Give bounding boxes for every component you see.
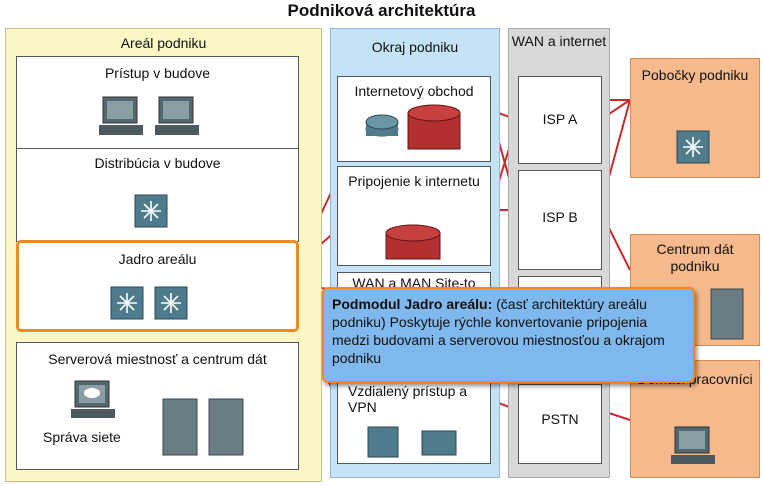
pstn-label: PSTN xyxy=(541,411,579,427)
server-room-icons xyxy=(71,380,244,456)
branch-switch-icon xyxy=(676,130,710,164)
branch-zone[interactable]: Pobočky podniku xyxy=(630,58,760,178)
ecommerce-firewall-icon xyxy=(365,104,461,150)
internet-module-label: Pripojenie k internetu xyxy=(348,173,480,189)
core-module[interactable]: Jadro areálu xyxy=(16,240,299,332)
vpn-devices-icon xyxy=(367,426,457,458)
callout-heading: Podmodul Jadro areálu: xyxy=(332,296,493,312)
isp-a-label: ISP A xyxy=(542,111,578,127)
distribution-switch-icon xyxy=(134,194,168,228)
vpn-module-label: Vzdialený prístup a VPN xyxy=(348,383,468,415)
access-module[interactable]: Prístup v budove xyxy=(16,56,299,150)
isp-b-box[interactable]: ISP B xyxy=(518,170,602,270)
core-switches-icon xyxy=(110,286,188,320)
ecommerce-module-label: Internetový obchod xyxy=(354,83,474,99)
core-callout: Podmodul Jadro areálu: (časť architektúr… xyxy=(322,287,695,383)
ecommerce-module[interactable]: Internetový obchod xyxy=(337,76,491,162)
callout-body: (časť architektúry areálu podniku) Posky… xyxy=(332,296,665,366)
branch-zone-label: Pobočky podniku xyxy=(641,67,749,83)
internet-firewall-icon xyxy=(385,224,441,260)
pstn-box[interactable]: PSTN xyxy=(518,384,602,464)
server-module[interactable]: Serverová miestnosť a centrum dát Správa… xyxy=(16,342,299,470)
datacenter-zone-label: Centrum dát podniku xyxy=(656,241,734,274)
remote-zone[interactable]: Domáci pracovníci xyxy=(630,360,760,478)
remote-workstation-icon xyxy=(671,426,715,464)
datacenter-servers-icon xyxy=(710,288,744,340)
edge-zone-label: Okraj podniku xyxy=(371,39,459,55)
management-label: Správa siete xyxy=(43,429,121,445)
diagram-title: Podniková architektúra xyxy=(287,1,476,20)
access-module-label: Prístup v budove xyxy=(104,65,211,81)
access-workstations-icon xyxy=(99,96,199,135)
isp-a-box[interactable]: ISP A xyxy=(518,76,602,164)
core-module-label: Jadro areálu xyxy=(118,251,197,267)
distribution-module[interactable]: Distribúcia v budove xyxy=(16,148,299,242)
wan-zone-label: WAN a internet xyxy=(511,33,607,49)
isp-b-label: ISP B xyxy=(542,209,578,225)
distribution-module-label: Distribúcia v budove xyxy=(94,155,221,171)
campus-zone-label: Areál podniku xyxy=(120,35,207,51)
internet-module[interactable]: Pripojenie k internetu xyxy=(337,166,491,266)
server-module-label: Serverová miestnosť a centrum dát xyxy=(48,351,267,367)
vpn-module[interactable]: Vzdialený prístup a VPN xyxy=(337,382,491,464)
